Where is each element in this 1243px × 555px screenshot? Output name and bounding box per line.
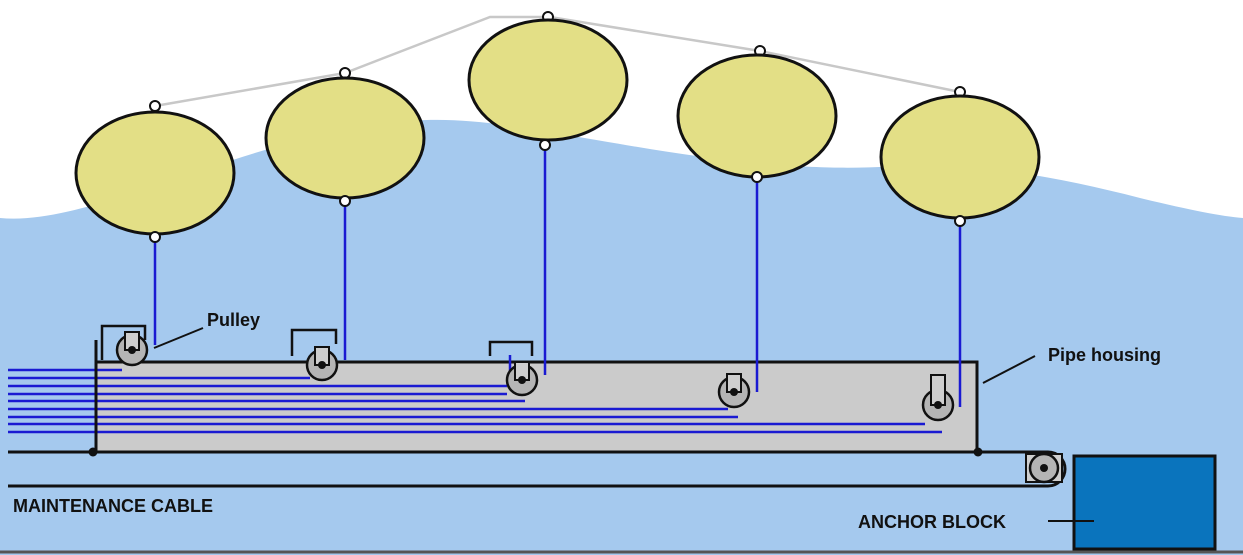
pulley-bracket: [100, 324, 147, 360]
pulley: [717, 373, 751, 409]
pulley: [921, 374, 955, 422]
buoy: [264, 67, 426, 207]
pulley-bracket: [290, 328, 338, 356]
maintenance-cables: [8, 340, 1067, 488]
pulley-leader: [153, 327, 204, 349]
buoy: [467, 11, 629, 151]
pulley: [505, 361, 539, 397]
surface-line: [154, 15, 961, 108]
pulley-bracket: [488, 340, 534, 356]
buoys: [74, 11, 1041, 243]
pipe-housing-leader: [982, 355, 1036, 384]
label-leaders: [153, 327, 1094, 522]
cable-junction: [973, 447, 983, 457]
pulley: [305, 346, 339, 382]
pulley: [1025, 452, 1063, 484]
buoy: [74, 100, 236, 243]
pipe-housing-label: Pipe housing: [1048, 345, 1161, 365]
pulley-brackets: [100, 324, 534, 360]
anchor-block: [1072, 454, 1217, 551]
buoy: [879, 86, 1041, 227]
cable-junction: [88, 447, 98, 457]
maintenance-cable-label: MAINTENANCE CABLE: [13, 496, 213, 516]
pulley: [115, 331, 149, 367]
buoy: [676, 45, 838, 183]
anchor-block-label: ANCHOR BLOCK: [858, 512, 1006, 532]
pulley-label: Pulley: [207, 310, 260, 330]
